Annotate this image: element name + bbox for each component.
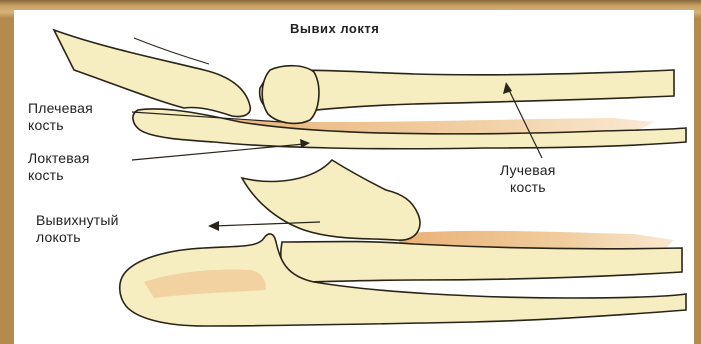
ulna-pointer [132, 144, 304, 160]
humerus-label: Плечевая кость [28, 100, 93, 134]
ulna-label: Локтевая кость [28, 150, 90, 184]
dislocated-elbow-group [120, 160, 686, 326]
radius-head [262, 66, 319, 124]
elbow-dislocation-illustration [14, 10, 694, 344]
dislocated-pointer-arrowhead [208, 221, 219, 231]
dislocated-humerus [242, 160, 420, 240]
diagram-panel: Вывих локтя Плечевая кость Локтевая кост… [14, 10, 694, 344]
diagram-title: Вывих локтя [290, 21, 379, 36]
radius-bone [260, 70, 674, 114]
radius-label: Лучевая кость [500, 162, 555, 196]
dislocated-elbow-label: Вывихнутый локоть [36, 212, 119, 246]
normal-elbow-group [54, 30, 686, 160]
